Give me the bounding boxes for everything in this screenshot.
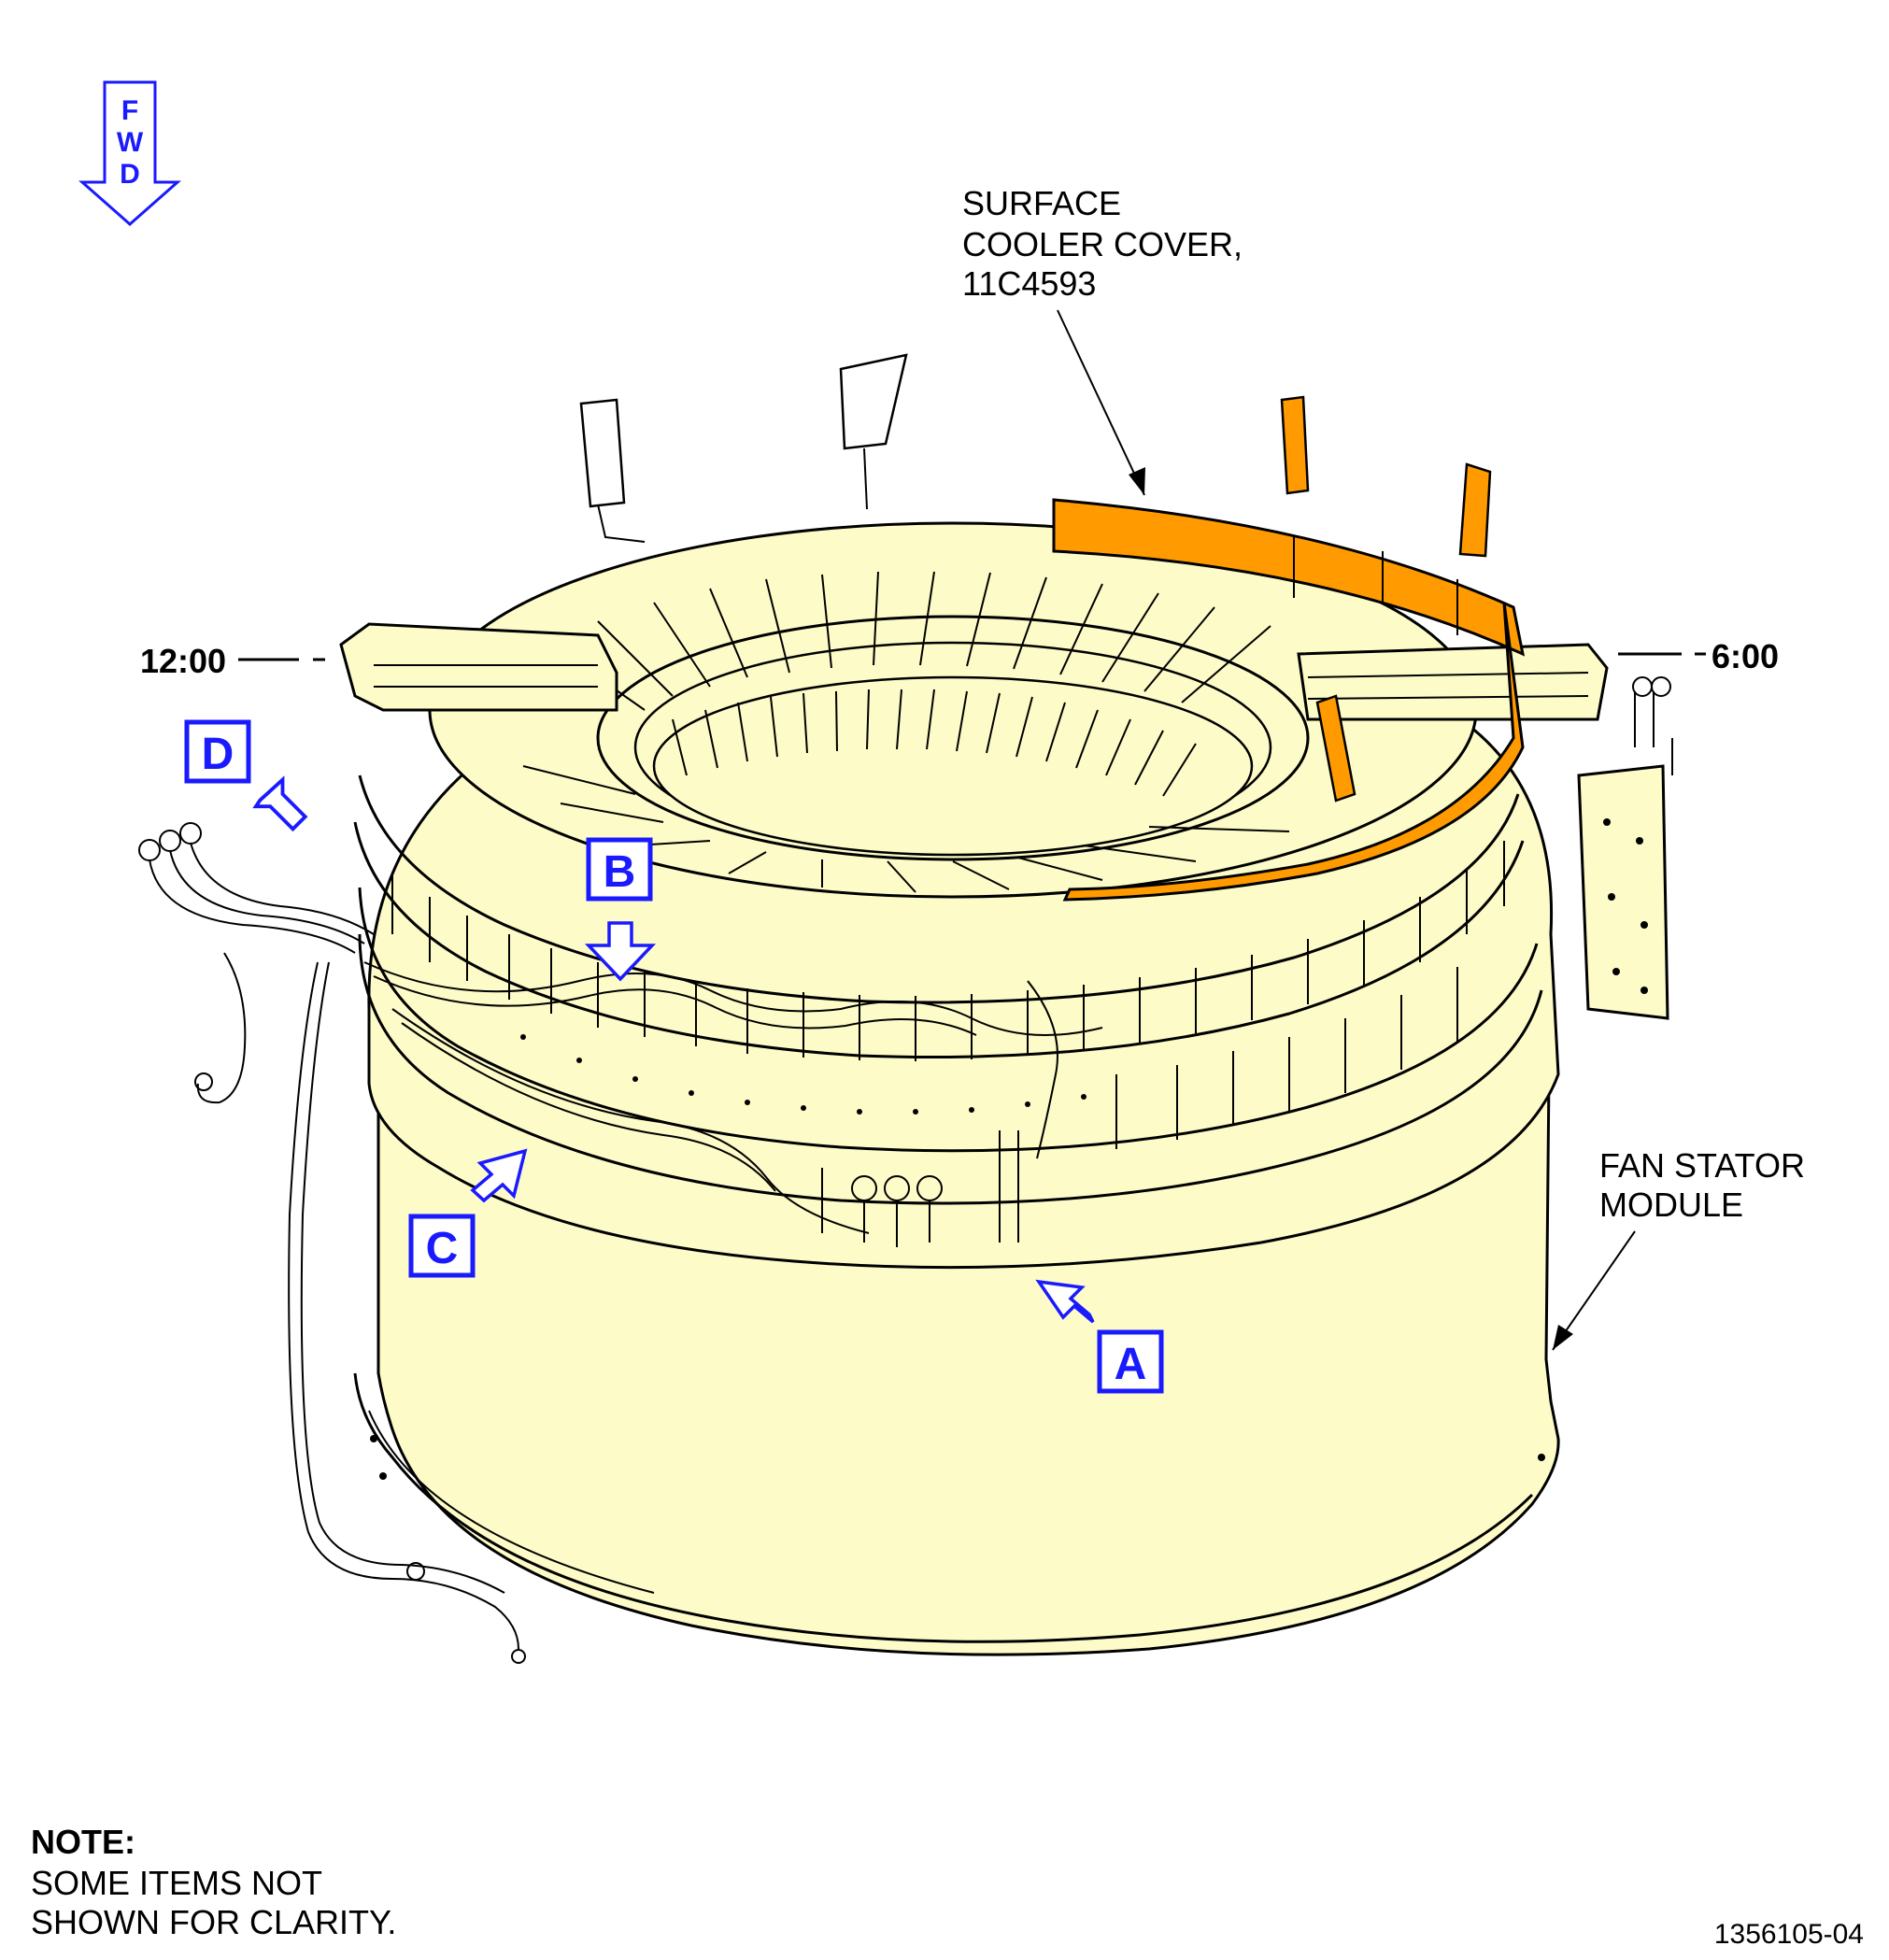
fwd-letter-w: W [117,127,144,158]
fan-stator-module [138,353,1673,1664]
note-block: NOTE: SOME ITEMS NOT SHOWN FOR CLARITY. [31,1823,396,1941]
view-callout-d: D [184,719,308,832]
clock-6-indicator: 6:00 [1618,637,1779,675]
view-callout-b-letter: B [604,847,636,897]
surface-cooler-label-line3: 11C4593 [962,264,1096,303]
fwd-letter-f: F [121,95,138,126]
clock-12-indicator: 12:00 [140,642,325,680]
warning-tags [579,353,908,543]
view-callout-d-letter: D [202,730,234,779]
figure-number: 1356105-04 [1714,1919,1864,1950]
fan-stator-label-line2: MODULE [1599,1186,1743,1224]
view-callout-b: B [584,837,657,982]
note-line-2: SHOWN FOR CLARITY. [31,1903,396,1941]
fan-stator-label: FAN STATOR MODULE [1552,1146,1805,1351]
view-callout-c-letter: C [426,1224,459,1273]
surface-cooler-label-line2: COOLER COVER, [962,225,1243,263]
view-callout-a: A [1035,1279,1164,1394]
note-line-1: SOME ITEMS NOT [31,1864,322,1902]
fan-stator-label-line1: FAN STATOR [1599,1146,1805,1185]
clock-12-label: 12:00 [140,642,226,680]
fwd-letter-d: D [120,159,140,190]
surface-cooler-label: SURFACE COOLER COVER, 11C4593 [962,184,1243,496]
view-callout-c: C [408,1148,528,1278]
view-callout-a-letter: A [1115,1340,1147,1389]
surface-cooler-cover [1052,395,1526,902]
note-heading: NOTE: [31,1823,135,1861]
clock-6-label: 6:00 [1711,637,1779,675]
fwd-arrow: F W D [78,80,181,227]
surface-cooler-label-line1: SURFACE [962,184,1121,222]
